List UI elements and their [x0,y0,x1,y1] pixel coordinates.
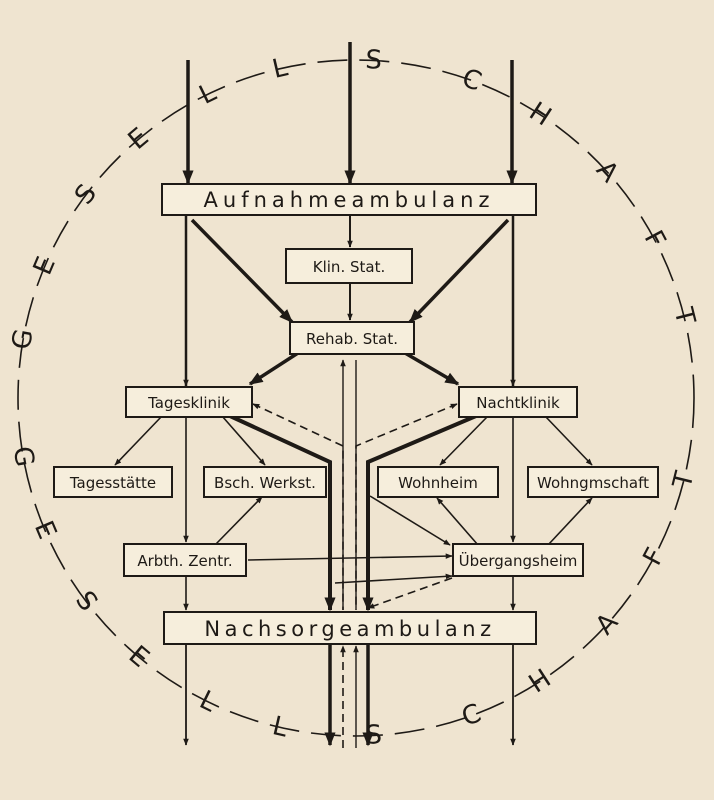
node-tagesstaette: Tagesstätte [53,466,173,498]
arrow-aufnahme-rehab-left [190,218,294,324]
society-letter: E [28,517,62,544]
node-wohnheim-label: Wohnheim [398,474,478,492]
node-wohngmschaft: Wohngmschaft [527,466,659,498]
society-letter: G [7,327,40,352]
society-letter: T [667,468,700,492]
arrow-arbth-uebergang [247,553,453,561]
society-letter: L [195,77,222,111]
society-letter: S [69,586,103,617]
arrow-shaft-uebergang [334,573,453,584]
society-letter: C [458,63,485,97]
society-letter: F [638,226,672,253]
society-letter: C [458,698,485,732]
node-tagesstaette-label: Tagesstätte [69,474,156,492]
node-nachtklinik-label: Nachtklinik [476,394,560,412]
society-letter: H [524,664,557,700]
connections [114,42,593,748]
node-nachsorgeambulanz: Nachsorgeambulanz [163,611,537,645]
arrow-arbth-werkst [214,496,263,546]
society-letter: S [365,45,383,76]
node-arbth-zentr-label: Arbth. Zentr. [137,552,232,570]
society-letter: S [69,179,103,210]
arrow-aufnahme-rehab-right [408,218,510,324]
society-letter: L [270,711,291,744]
node-klin-stat: Klin. Stat. [285,248,413,284]
node-rehab-stat: Rehab. Stat. [289,321,415,355]
node-tagesklinik-label: Tagesklinik [147,394,230,412]
arrow-tages-werkst [221,415,266,466]
arrow-rehab-nachtklinik [404,351,460,386]
arrow-rehab-tagesklinik [248,351,299,386]
society-letter: G [7,444,40,469]
node-aufnahmeambulanz: Aufnahmeambulanz [161,183,537,216]
node-nachtklinik: Nachtklinik [458,386,578,418]
node-arbth-zentr: Arbth. Zentr. [123,543,247,577]
arrow-uebergang-wohngmschaft [547,497,593,546]
node-uebergangsheim-label: Übergangsheim [459,551,578,570]
society-letter: F [638,543,672,570]
node-klin-stat-label: Klin. Stat. [313,258,385,276]
arrow-uebergang-wohnheim [436,497,479,546]
node-aufnahmeambulanz-label: Aufnahmeambulanz [204,188,495,212]
arrow-nacht-nachsorge [362,414,477,612]
node-wohnheim: Wohnheim [377,466,499,498]
arrow-rehab-uebergang [369,495,451,546]
node-bsch-werkst-label: Bsch. Werkst. [214,474,316,492]
dashed-uebergang-nachsorge [367,577,453,609]
arrow-nacht-wohngmschaft [544,415,593,466]
node-tagesklinik: Tagesklinik [125,386,253,418]
node-bsch-werkst: Bsch. Werkst. [203,466,327,498]
society-letter: L [270,52,291,85]
society-letter: E [123,640,155,674]
node-uebergangsheim: Übergangsheim [452,543,584,577]
node-rehab-stat-label: Rehab. Stat. [306,330,398,348]
arrow-tages-nachsorge [229,414,336,612]
society-letter: H [524,97,557,133]
node-wohngmschaft-label: Wohngmschaft [537,474,649,492]
society-letter: E [123,122,155,156]
society-letter: E [28,252,62,279]
arrow-tages-tagesstaette [114,415,163,466]
node-nachsorgeambulanz-label: Nachsorgeambulanz [204,617,495,641]
society-letter: L [195,685,222,719]
arrow-nacht-wohnheim [439,415,489,466]
society-letter: T [667,304,700,328]
